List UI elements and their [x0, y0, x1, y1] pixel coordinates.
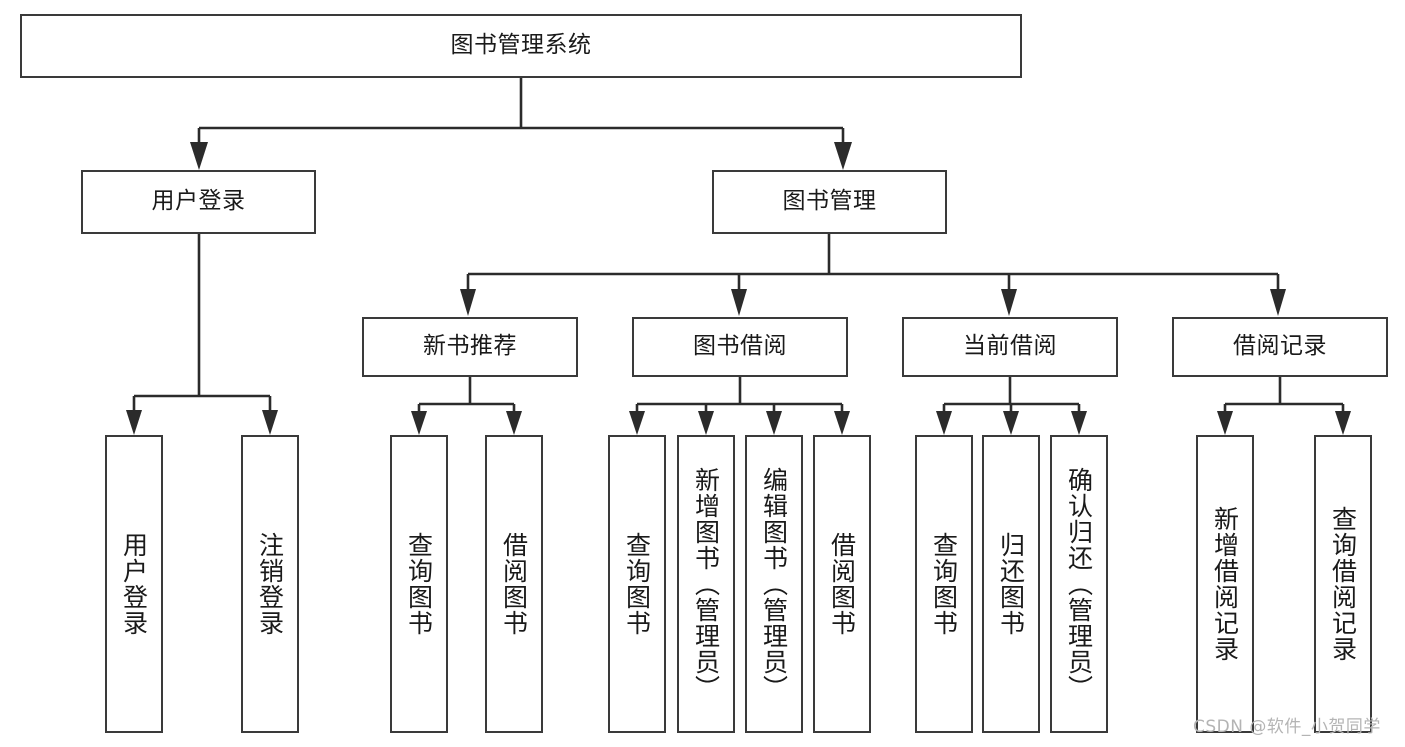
node-borrow-record-label: 借阅记录 [1233, 333, 1327, 360]
node-new-book-rec[interactable]: 新书推荐 [362, 317, 578, 377]
node-leaf-confirm-return-label: 确认归还（管理员） [1064, 467, 1094, 701]
node-current-borrow-label: 当前借阅 [963, 333, 1057, 360]
node-leaf-query-book-3[interactable]: 查询图书 [915, 435, 973, 733]
node-leaf-borrow-book-2-label: 借阅图书 [827, 532, 857, 636]
node-leaf-return-book-label: 归还图书 [996, 532, 1026, 636]
node-user-login-label: 用户登录 [151, 188, 246, 215]
node-user-login[interactable]: 用户登录 [81, 170, 316, 234]
node-book-manage[interactable]: 图书管理 [712, 170, 947, 234]
node-leaf-query-book-1[interactable]: 查询图书 [390, 435, 448, 733]
node-borrow-record[interactable]: 借阅记录 [1172, 317, 1388, 377]
csdn-watermark: CSDN @软件_小贺同学 [1193, 717, 1381, 737]
node-leaf-edit-book-label: 编辑图书（管理员） [759, 467, 789, 701]
node-leaf-add-book[interactable]: 新增图书（管理员） [677, 435, 735, 733]
node-book-borrow-label: 图书借阅 [693, 333, 787, 360]
node-leaf-confirm-return[interactable]: 确认归还（管理员） [1050, 435, 1108, 733]
node-leaf-logout-label: 注销登录 [255, 532, 285, 636]
node-book-borrow[interactable]: 图书借阅 [632, 317, 848, 377]
node-new-book-rec-label: 新书推荐 [423, 333, 517, 360]
node-leaf-add-book-label: 新增图书（管理员） [691, 467, 721, 701]
node-leaf-borrow-book-1-label: 借阅图书 [499, 532, 529, 636]
node-leaf-user-login-label: 用户登录 [119, 532, 149, 636]
node-leaf-edit-book[interactable]: 编辑图书（管理员） [745, 435, 803, 733]
node-root-label: 图书管理系统 [450, 32, 592, 59]
node-book-manage-label: 图书管理 [782, 188, 877, 215]
node-leaf-query-book-2[interactable]: 查询图书 [608, 435, 666, 733]
node-root[interactable]: 图书管理系统 [20, 14, 1022, 78]
node-current-borrow[interactable]: 当前借阅 [902, 317, 1118, 377]
node-leaf-borrow-book-1[interactable]: 借阅图书 [485, 435, 543, 733]
node-leaf-logout[interactable]: 注销登录 [241, 435, 299, 733]
node-leaf-query-record[interactable]: 查询借阅记录 [1314, 435, 1372, 733]
node-leaf-query-record-label: 查询借阅记录 [1328, 506, 1358, 662]
node-leaf-borrow-book-2[interactable]: 借阅图书 [813, 435, 871, 733]
node-leaf-query-book-1-label: 查询图书 [404, 532, 434, 636]
node-leaf-add-record[interactable]: 新增借阅记录 [1196, 435, 1254, 733]
node-leaf-user-login[interactable]: 用户登录 [105, 435, 163, 733]
node-leaf-return-book[interactable]: 归还图书 [982, 435, 1040, 733]
node-leaf-add-record-label: 新增借阅记录 [1210, 506, 1240, 662]
node-leaf-query-book-2-label: 查询图书 [622, 532, 652, 636]
node-leaf-query-book-3-label: 查询图书 [929, 532, 959, 636]
